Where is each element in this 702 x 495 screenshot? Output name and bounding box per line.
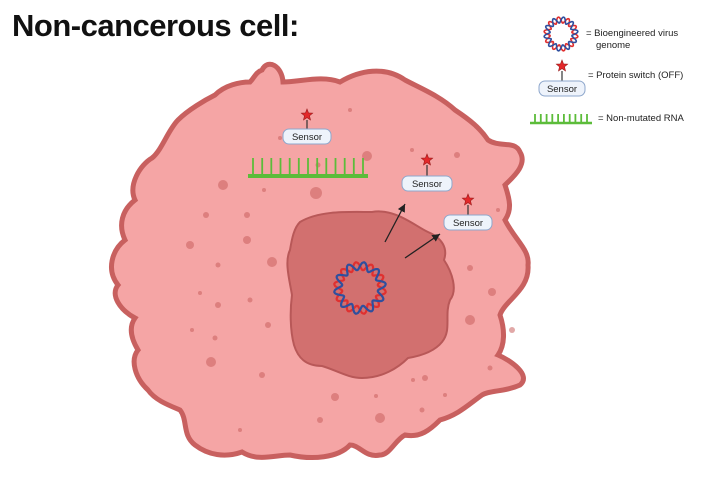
page-title: Non-cancerous cell: <box>12 8 299 43</box>
vesicle-dot <box>496 208 500 212</box>
vesicle-dot <box>215 262 221 268</box>
sensor-protein-switch-2: Sensor <box>401 153 453 192</box>
legend-protein-switch-icon: Sensor <box>538 59 586 97</box>
vesicle-dot <box>244 212 250 218</box>
vesicle-dot <box>331 393 339 401</box>
legend-virus-label-2: genome <box>596 40 630 51</box>
star-icon <box>461 193 475 206</box>
vesicle-dot <box>190 328 194 332</box>
vesicle-dot <box>206 357 216 367</box>
legend-virus-genome-icon <box>543 16 579 52</box>
sensor-label: Sensor <box>292 132 322 143</box>
legend-switch-label: = Protein switch (OFF) <box>588 70 683 81</box>
vesicle-dot <box>488 288 496 296</box>
vesicle-dot <box>443 393 447 397</box>
vesicle-dot <box>411 378 415 382</box>
vesicle-dot <box>218 180 228 190</box>
vesicle-dot <box>348 108 352 112</box>
rna-strand <box>248 158 368 178</box>
arrow-to-sensor-2 <box>384 203 406 243</box>
legend-sensor-label: Sensor <box>547 84 577 95</box>
vesicle-dot <box>243 236 251 244</box>
sensor-label: Sensor <box>453 218 483 229</box>
vesicle-dot <box>465 315 475 325</box>
vesicle-dot <box>310 187 322 199</box>
star-icon <box>555 59 569 72</box>
vesicle-dot <box>467 265 473 271</box>
vesicle-dot <box>422 375 428 381</box>
vesicle-dot <box>509 327 515 333</box>
sensor-protein-switch-3: Sensor <box>443 193 493 231</box>
vesicle-dot <box>487 365 493 371</box>
vesicle-dot <box>247 297 253 303</box>
vesicle-dot <box>212 335 218 341</box>
vesicle-dot <box>454 152 460 158</box>
legend-rna-label: = Non-mutated RNA <box>598 113 684 124</box>
vesicle-dot <box>203 212 209 218</box>
star-icon <box>420 153 434 166</box>
vesicle-dot <box>374 394 378 398</box>
vesicle-dot <box>278 136 282 140</box>
vesicle-dot <box>419 407 425 413</box>
vesicle-dot <box>262 188 266 192</box>
vesicle-dot <box>362 151 372 161</box>
vesicle-dot <box>410 148 414 152</box>
vesicle-dot <box>198 291 202 295</box>
virus-genome-dna <box>333 261 387 315</box>
vesicle-dot <box>238 428 242 432</box>
nucleus <box>286 210 455 380</box>
sensor-label: Sensor <box>412 179 442 190</box>
arrow-to-sensor-3 <box>404 233 441 259</box>
vesicle-dot <box>259 372 265 378</box>
vesicle-dot <box>375 413 385 423</box>
star-icon <box>300 108 314 121</box>
sensor-protein-switch-1: Sensor <box>282 108 332 145</box>
vesicle-dot <box>267 257 277 267</box>
legend-virus-label: = Bioengineered virus <box>586 28 678 39</box>
vesicle-dot <box>186 241 194 249</box>
vesicle-dot <box>265 322 271 328</box>
vesicle-dot <box>317 417 323 423</box>
legend-rna-icon <box>530 114 592 125</box>
vesicle-dot <box>215 302 221 308</box>
legend: = Bioengineered virus genome Sensor = Pr… <box>530 16 684 125</box>
